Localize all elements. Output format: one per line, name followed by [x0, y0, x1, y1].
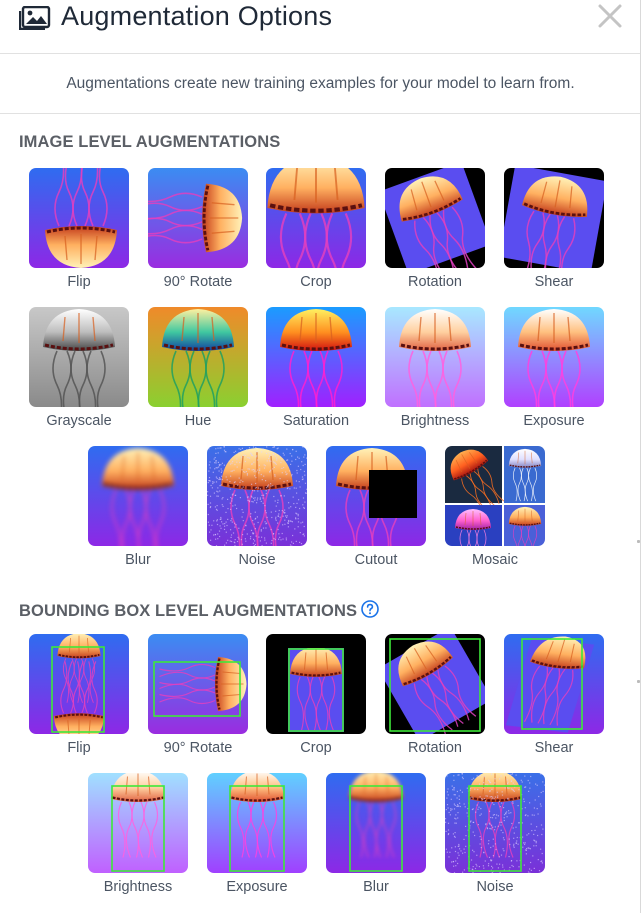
- image-level-thumbnail: [148, 168, 248, 268]
- description-text: Augmentations create new training exampl…: [66, 75, 575, 92]
- bbox-level-option-label: Blur: [363, 879, 389, 895]
- image-level-title: IMAGE LEVEL AUGMENTATIONS: [19, 133, 281, 151]
- bbox-level-option-label: Crop: [300, 740, 332, 756]
- image-level-thumbnail: [148, 307, 248, 407]
- image-level-thumbnail: [326, 446, 426, 546]
- image-level-option-label: Flip: [67, 274, 91, 290]
- image-level-option-label: Hue: [184, 413, 212, 429]
- bbox-level-thumbnail: [29, 634, 129, 734]
- image-level-thumbnail: [266, 307, 366, 407]
- bbox-level-thumbnail: [266, 634, 366, 734]
- image-level-thumbnail: [504, 168, 604, 268]
- modal-description: Augmentations create new training exampl…: [0, 54, 641, 114]
- image-level-thumbnail: [29, 307, 129, 407]
- image-level-option-label: Grayscale: [46, 413, 112, 429]
- bbox-level-option-label: Shear: [534, 740, 574, 756]
- image-level-option-hue[interactable]: Hue: [148, 307, 248, 429]
- image-level-option-label: Crop: [300, 274, 332, 290]
- bbox-level-option-noise[interactable]: Noise: [445, 773, 545, 895]
- scroll-marker: [637, 680, 640, 683]
- bbox-level-thumbnail: [88, 773, 188, 873]
- image-level-option-grayscale[interactable]: Grayscale: [29, 307, 129, 429]
- image-level-option-brightness[interactable]: Brightness: [385, 307, 485, 429]
- bbox-level-thumbnail: [385, 634, 485, 734]
- image-level-option-noise[interactable]: Noise: [207, 446, 307, 568]
- image-level-thumbnail: [207, 446, 307, 546]
- bbox-level-option-flip[interactable]: Flip: [29, 634, 129, 756]
- bbox-level-thumbnail: [326, 773, 426, 873]
- bbox-level-title-text: BOUNDING BOX LEVEL AUGMENTATIONS: [19, 602, 358, 620]
- help-circle-icon[interactable]: [361, 600, 379, 618]
- image-icon: [19, 6, 51, 30]
- bbox-level-title: BOUNDING BOX LEVEL AUGMENTATIONS: [19, 600, 379, 621]
- bbox-level-thumbnail: [207, 773, 307, 873]
- modal-title: Augmentation Options: [61, 1, 333, 31]
- image-level-option-rot90[interactable]: 90° Rotate: [148, 168, 248, 290]
- image-level-thumbnail: [445, 446, 545, 546]
- bbox-level-option-label: Flip: [67, 740, 91, 756]
- bbox-level-thumbnail: [445, 773, 545, 873]
- image-level-option-crop[interactable]: Crop: [266, 168, 366, 290]
- image-level-option-label: Exposure: [523, 413, 585, 429]
- image-level-option-shear[interactable]: Shear: [504, 168, 604, 290]
- image-level-option-flip[interactable]: Flip: [29, 168, 129, 290]
- bbox-level-option-exposure[interactable]: Exposure: [207, 773, 307, 895]
- image-level-option-label: Mosaic: [472, 552, 518, 568]
- modal-header: Augmentation Options: [0, 0, 641, 54]
- image-level-option-blur[interactable]: Blur: [88, 446, 188, 568]
- image-level-option-mosaic[interactable]: Mosaic: [445, 446, 545, 568]
- bbox-level-thumbnail: [504, 634, 604, 734]
- bbox-level-option-brightness[interactable]: Brightness: [88, 773, 188, 895]
- image-level-thumbnail: [385, 307, 485, 407]
- image-level-option-label: Brightness: [400, 413, 470, 429]
- image-level-option-label: Rotation: [407, 274, 462, 290]
- scroll-marker: [637, 540, 640, 543]
- image-level-thumbnail: [266, 168, 366, 268]
- bbox-level-option-label: Brightness: [103, 879, 173, 895]
- bbox-level-option-shear[interactable]: Shear: [504, 634, 604, 756]
- bbox-level-option-label: Exposure: [226, 879, 288, 895]
- bbox-level-option-rot90[interactable]: 90° Rotate: [148, 634, 248, 756]
- image-level-option-label: Noise: [238, 552, 276, 568]
- image-level-option-label: Blur: [125, 552, 151, 568]
- image-level-option-cutout[interactable]: Cutout: [326, 446, 426, 568]
- bbox-level-option-label: Noise: [476, 879, 514, 895]
- bbox-level-option-label: 90° Rotate: [163, 740, 233, 756]
- image-level-option-saturation[interactable]: Saturation: [266, 307, 366, 429]
- bbox-level-option-blur[interactable]: Blur: [326, 773, 426, 895]
- image-level-option-label: 90° Rotate: [163, 274, 233, 290]
- image-level-option-label: Shear: [534, 274, 574, 290]
- image-level-option-label: Cutout: [354, 552, 398, 568]
- bbox-level-option-rotation[interactable]: Rotation: [385, 634, 485, 756]
- close-icon[interactable]: [596, 2, 624, 30]
- image-level-thumbnail: [385, 168, 485, 268]
- image-level-thumbnail: [504, 307, 604, 407]
- image-level-option-label: Saturation: [282, 413, 350, 429]
- bbox-level-option-label: Rotation: [407, 740, 462, 756]
- image-level-option-exposure[interactable]: Exposure: [504, 307, 604, 429]
- bbox-level-option-crop[interactable]: Crop: [266, 634, 366, 756]
- image-level-thumbnail: [88, 446, 188, 546]
- image-level-option-rotation[interactable]: Rotation: [385, 168, 485, 290]
- bbox-level-thumbnail: [148, 634, 248, 734]
- image-level-thumbnail: [29, 168, 129, 268]
